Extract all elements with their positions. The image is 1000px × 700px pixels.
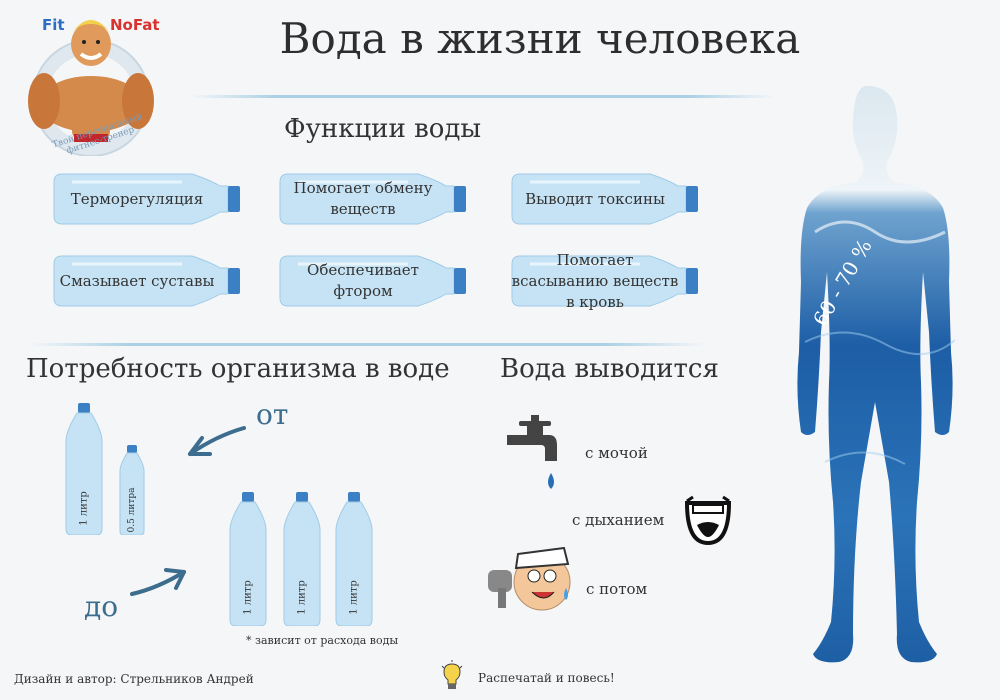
function-label: Выводит токсины — [525, 189, 665, 208]
to-bottle-label: 1 литр — [348, 580, 360, 615]
from-bottle-large-label: 1 литр — [78, 491, 90, 526]
function-bottle-6: Помогает всасыванию веществ в кровь — [510, 250, 700, 311]
function-bottle-5: Обеспечивает фтором — [278, 254, 468, 308]
function-label: Помогает всасыванию веществ в кровь — [511, 250, 679, 311]
to-bottle-2: 1 литр — [282, 492, 322, 627]
functions-heading: Функции воды — [284, 114, 482, 144]
mouth-icon — [684, 495, 732, 546]
output-heading: Вода выводится — [500, 354, 719, 384]
from-bottle-large: 1 литр — [64, 403, 104, 536]
output-urine: с мочой — [585, 444, 648, 462]
function-bottle-3: Выводит токсины — [510, 172, 700, 226]
arrow-from-icon — [188, 426, 246, 456]
section-divider — [30, 343, 705, 346]
function-bottle-1: Терморегуляция — [52, 172, 242, 226]
to-bottle-label: 1 литр — [296, 580, 308, 615]
human-water-silhouette — [797, 86, 956, 663]
logo-fit-text: Fit — [42, 16, 65, 34]
function-bottle-2: Помогает обмену веществ — [278, 172, 468, 226]
need-heading: Потребность организма в воде — [26, 354, 450, 384]
function-bottle-4: Смазывает суставы — [52, 254, 242, 308]
bodybuilder-logo-icon — [28, 20, 154, 157]
sweating-face-icon — [488, 546, 571, 611]
to-bottle-1: 1 литр — [228, 492, 268, 627]
page-title: Вода в жизни человека — [279, 14, 801, 63]
title-divider — [190, 95, 775, 98]
output-breath: с дыханием — [572, 511, 665, 529]
need-note: * зависит от расхода воды — [246, 634, 399, 647]
function-label: Смазывает суставы — [59, 271, 215, 290]
to-bottle-label: 1 литр — [242, 580, 254, 615]
to-label: до — [84, 590, 119, 623]
lightbulb-icon — [441, 660, 463, 689]
function-label: Терморегуляция — [70, 189, 204, 208]
to-bottle-3: 1 литр — [334, 492, 374, 627]
author-credit: Дизайн и автор: Стрельников Андрей — [14, 672, 254, 686]
function-label: Обеспечивает фтором — [307, 261, 419, 300]
from-label: от — [256, 398, 289, 431]
logo-nofat-text: NoFat — [110, 16, 160, 34]
output-sweat: с потом — [586, 580, 648, 598]
faucet-icon — [507, 415, 557, 489]
function-label: Помогает обмену веществ — [293, 179, 433, 218]
from-bottle-small: 0.5 литра — [118, 445, 146, 536]
arrow-to-icon — [130, 568, 186, 596]
from-bottle-small-label: 0.5 литра — [127, 487, 137, 533]
logo: Fit NoFat Твой персональный фитнес-трене… — [14, 6, 169, 157]
print-call-to-action: Распечатай и повесь! — [478, 671, 615, 685]
